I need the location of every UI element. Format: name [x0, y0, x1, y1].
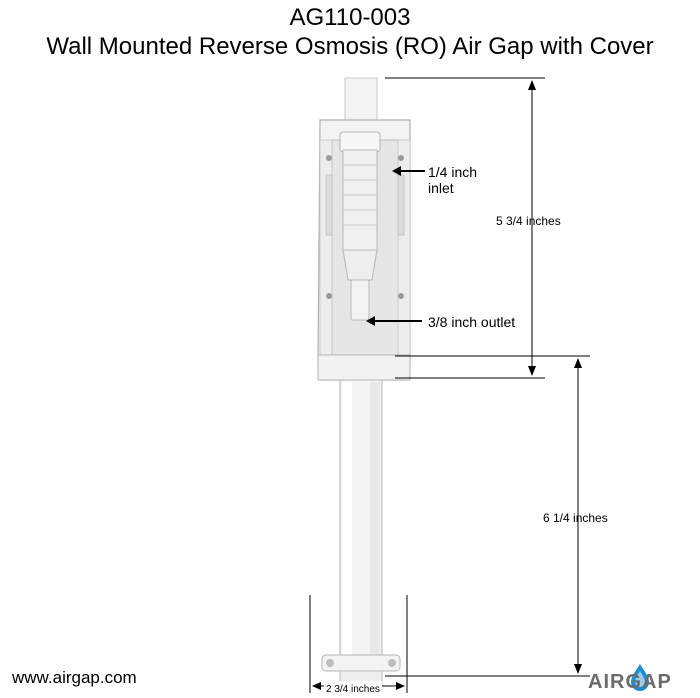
- outlet-stub: [350, 279, 370, 321]
- dim-width-label: 2 3/4 inches: [324, 681, 382, 698]
- inlet-label-line2: inlet: [428, 180, 454, 196]
- housing-base: [317, 354, 411, 381]
- dim-top-label: 5 3/4 inches: [496, 214, 561, 228]
- bottom-mount: [321, 654, 401, 684]
- page-title: Wall Mounted Reverse Osmosis (RO) Air Ga…: [46, 33, 654, 60]
- inlet-fitting: [339, 131, 381, 281]
- dim-tube-label: 6 1/4 inches: [543, 511, 608, 525]
- dim-tube-lines: [385, 355, 590, 677]
- model-number: AG110-003: [289, 4, 411, 31]
- logo-drop-icon: [631, 664, 649, 691]
- inlet-label-line1: 1/4 inch: [428, 164, 478, 180]
- website-url: www.airgap.com: [12, 668, 137, 687]
- airgap-logo-text: AIRGAP: [588, 671, 672, 693]
- dim-top-lines: [385, 77, 545, 379]
- outlet-label: 3/8 inch outlet: [428, 314, 516, 330]
